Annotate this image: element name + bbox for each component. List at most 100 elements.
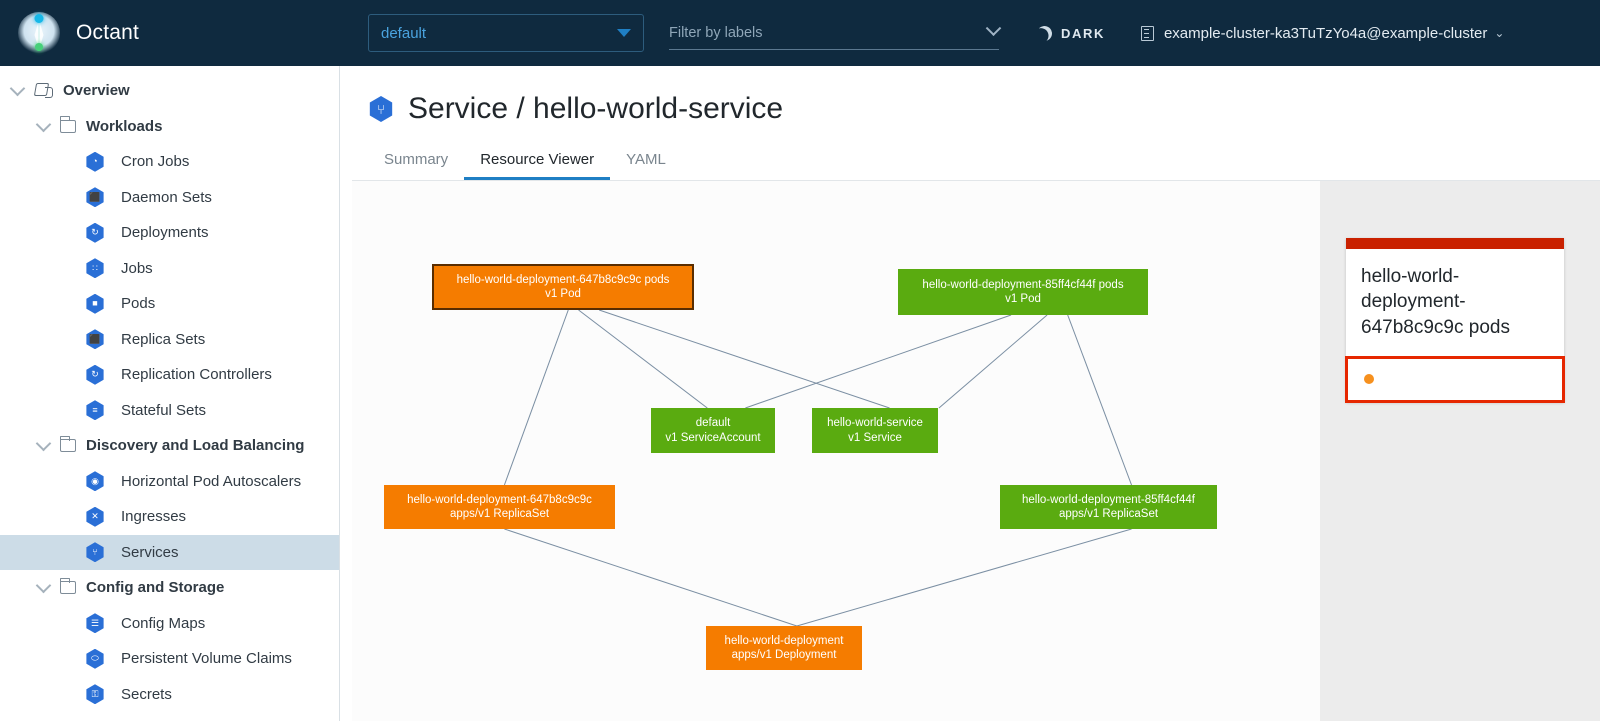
sidebar-item-stateful-sets[interactable]: ≡ Stateful Sets <box>0 393 339 429</box>
sidebar-item-ingresses[interactable]: ✕Ingresses <box>0 499 339 535</box>
brand[interactable]: Octant <box>0 0 345 66</box>
sidebar-item-label: Stateful Sets <box>121 401 207 419</box>
detail-status-row <box>1345 355 1565 403</box>
sidebar-item-overview[interactable]: Overview <box>0 73 339 109</box>
graph-node-deployment-hello-world[interactable]: hello-world-deployment apps/v1 Deployment <box>706 626 862 670</box>
sidebar-item-workloads[interactable]: Workloads <box>0 109 339 145</box>
k8s-pvc-icon: ⬭ <box>86 648 104 669</box>
app-header: Octant default Filter by labels DARK exa… <box>0 0 1600 66</box>
sidebar-item-label: Config Maps <box>121 614 206 632</box>
warning-status-dot <box>1364 374 1374 385</box>
chevron-down-icon[interactable] <box>26 435 60 452</box>
graph-node-replicaset-647b8c9c9c[interactable]: hello-world-deployment-647b8c9c9c apps/v1… <box>384 485 615 529</box>
namespace-select[interactable]: default <box>368 14 644 52</box>
sidebar-item-pods[interactable]: ■ Pods <box>0 286 339 322</box>
sidebar-item-persistent-volume-claims[interactable]: ⬭ Persistent Volume Claims <box>0 641 339 677</box>
sidebar-item-label: Replica Sets <box>121 330 206 348</box>
theme-toggle[interactable]: DARK <box>1037 26 1105 41</box>
label-filter-placeholder: Filter by labels <box>669 24 763 41</box>
graph-node-kind: v1 Service <box>848 431 902 444</box>
sidebar-item-deployments[interactable]: ↻Deployments <box>0 215 339 251</box>
tab-resource-viewer[interactable]: Resource Viewer <box>464 145 611 180</box>
detail-accent-bar <box>1346 238 1564 249</box>
node-detail-card[interactable]: hello-world-deployment-647b8c9c9c pods <box>1345 238 1565 403</box>
sidebar-item-label: Jobs <box>121 259 153 277</box>
sidebar-item-label: Persistent Volume Claims <box>121 650 292 668</box>
sidebar-item-jobs[interactable]: ∷ Jobs <box>0 251 339 287</box>
graph-node-name: hello-world-deployment <box>724 634 844 647</box>
graph-node-name: hello-world-deployment-85ff4cf44f <box>1021 493 1196 506</box>
graph-edges <box>503 309 1133 627</box>
brand-name: Octant <box>76 21 140 44</box>
sidebar-item-label: Secrets <box>121 685 172 703</box>
sidebar-item-secrets[interactable]: ⚿Secrets <box>0 677 339 713</box>
k8s-service-icon: ⑂ <box>369 96 393 122</box>
sidebar-item-label: Services <box>121 543 179 561</box>
k8s-pod-icon: ■ <box>86 293 104 314</box>
k8s-job-icon: ∷ <box>86 258 104 279</box>
chevron-down-icon[interactable] <box>26 116 60 133</box>
folder-icon <box>59 116 76 133</box>
detail-title: hello-world-deployment-647b8c9c9c pods <box>1361 266 1510 338</box>
graph-edge <box>503 309 569 486</box>
sidebar-item-config-maps[interactable]: ☰Config Maps <box>0 606 339 642</box>
cluster-icon <box>1140 25 1154 41</box>
main-content: ⑂ Service / hello-world-service Summary R… <box>340 66 1600 721</box>
cluster-selector[interactable]: example-cluster-ka3TuTzYo4a@example-clus… <box>1140 25 1505 42</box>
k8s-deployment-icon: ↻ <box>86 222 104 243</box>
chevron-down-icon[interactable] <box>26 577 60 594</box>
k8s-statefulset-icon: ≡ <box>86 400 104 421</box>
sidebar-item-label: Pods <box>121 295 156 313</box>
sidebar-item-config-and-storage[interactable]: Config and Storage <box>0 570 339 606</box>
k8s-replicaset-icon: ⬛ <box>86 329 104 350</box>
graph-edge <box>578 309 708 409</box>
graph-node-name: hello-world-service <box>827 417 923 430</box>
sidebar-item-label: Horizontal Pod Autoscalers <box>121 472 302 490</box>
moon-icon <box>1035 24 1054 43</box>
label-filter-input[interactable]: Filter by labels <box>669 16 1002 50</box>
k8s-cronjob-icon: ◔ <box>86 151 104 172</box>
graph-edge <box>504 528 798 627</box>
sidebar-item-replica-sets[interactable]: ⬛ Replica Sets <box>0 322 339 358</box>
sidebar-item-replication-controllers[interactable]: ↻Replication Controllers <box>0 357 339 393</box>
chevron-down-icon <box>985 20 1002 37</box>
folder-icon <box>59 577 76 595</box>
graph-node-kind: apps/v1 Deployment <box>731 649 837 661</box>
k8s-hpa-icon: ◉ <box>86 471 104 492</box>
graph-node-kind: v1 Pod <box>1005 293 1041 305</box>
overview-icon <box>34 82 53 99</box>
chevron-down-icon[interactable] <box>0 80 34 97</box>
detail-sidebar: hello-world-deployment-647b8c9c9c pods <box>1320 181 1600 721</box>
graph-node-kind: apps/v1 ReplicaSet <box>1058 508 1159 520</box>
graph-node-replicaset-85ff4cf44f[interactable]: hello-world-deployment-85ff4cf44f apps/v1… <box>1000 485 1217 529</box>
sidebar-item-label: Daemon Sets <box>121 188 212 206</box>
sidebar-item-horizontal-pod-autoscalers[interactable]: ◉ Horizontal Pod Autoscalers <box>0 464 339 500</box>
chevron-down-icon: ⌄ <box>1494 26 1505 40</box>
k8s-replicationcontroller-icon: ↻ <box>86 364 104 385</box>
tab-bar: Summary Resource Viewer YAML <box>368 145 1600 180</box>
graph-edge <box>598 309 890 409</box>
tab-summary[interactable]: Summary <box>384 151 449 168</box>
sidebar-item-label: Config and Storage <box>86 579 225 597</box>
chevron-down-icon <box>617 29 631 37</box>
graph-node-kind: apps/v1 ReplicaSet <box>449 508 550 520</box>
graph-node-name: hello-world-deployment-647b8c9c9c <box>407 493 592 506</box>
tab-yaml[interactable]: YAML <box>626 151 666 168</box>
sidebar-item-services[interactable]: ⑂Services <box>0 534 339 570</box>
sidebar-item-label: Cron Jobs <box>121 153 190 171</box>
page-title-row: ⑂ Service / hello-world-service <box>340 92 1600 126</box>
sidebar-item-discovery-and-load-balancing[interactable]: Discovery and Load Balancing <box>0 428 339 464</box>
graph-node-kind: v1 Pod <box>545 288 581 300</box>
sidebar-item-daemon-sets[interactable]: ⬛Daemon Sets <box>0 180 339 216</box>
sidebar-item-label: Overview <box>63 82 130 100</box>
sidebar-item-cron-jobs[interactable]: ◔ Cron Jobs <box>0 144 339 180</box>
k8s-ingress-icon: ✕ <box>86 506 104 527</box>
